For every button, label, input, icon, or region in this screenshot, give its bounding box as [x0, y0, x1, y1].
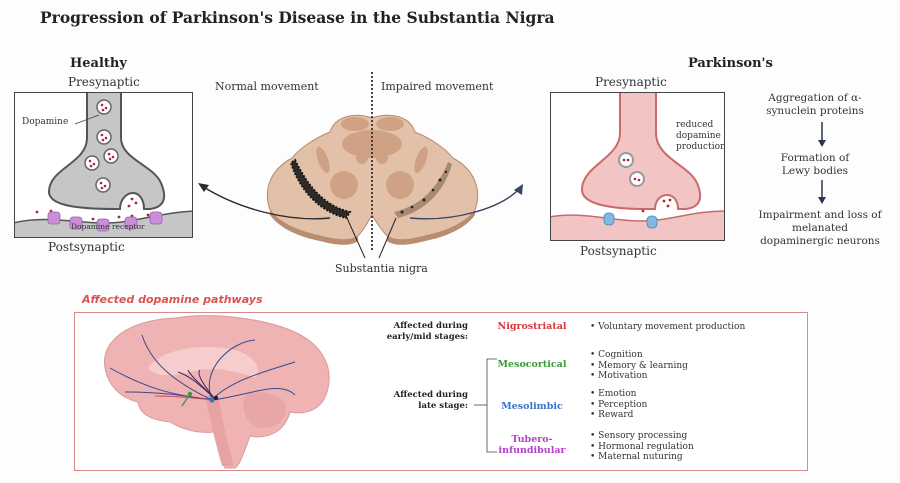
pathway-name: Nigrostriatal	[497, 321, 567, 332]
nigrostriatal-effects: Voluntary movement production	[590, 322, 745, 333]
parkinsons-synapse-panel: reduced dopamine production	[550, 92, 725, 241]
pathway-mesolimbic: Mesolimbic	[497, 401, 567, 412]
late-stage-line-2: late stage:	[418, 401, 468, 411]
reduced-line-3: production	[676, 142, 725, 152]
brainstem	[205, 395, 234, 466]
figure-title: Progression of Parkinson's Disease in th…	[40, 8, 555, 27]
pathway-name: Mesocortical	[497, 359, 567, 370]
pathway-nigrostriatal: Nigrostriatal	[497, 321, 567, 332]
dopamine-pointer-line	[74, 114, 100, 125]
tuberoinfundibular-effects: Sensory processing Hormonal regulation M…	[590, 431, 694, 463]
healthy-postsynaptic-label: Postsynaptic	[48, 240, 125, 254]
parkinsons-heading: Parkinson's	[688, 56, 773, 71]
early-stage-line-1: Affected during	[393, 321, 468, 331]
late-stage-line-1: Affected during	[393, 390, 468, 400]
dopamine-vesicles	[84, 99, 119, 193]
reduced-line-1: reduced	[676, 120, 714, 130]
healthy-synapse-illustration	[15, 93, 192, 237]
pathway-lines	[109, 334, 296, 407]
effect-item: Reward	[590, 410, 647, 421]
pathway-name: Tubero-	[511, 434, 553, 445]
impaired-movement-label: Impaired movement	[381, 80, 494, 93]
early-stage-line-2: early/mid stages:	[386, 332, 468, 342]
step-1-line-1: Aggregation of α-	[768, 92, 862, 104]
effect-item: Cognition	[590, 350, 688, 361]
healthy-heading: Healthy	[70, 56, 127, 71]
reduced-dopamine-label: reduced dopamine production	[676, 120, 725, 153]
step-3-line-2: melanated	[792, 222, 848, 234]
midbrain-nuclei	[316, 117, 428, 199]
mesolimbic-effects: Emotion Perception Reward	[590, 389, 647, 421]
pathway-tuberoinfundibular: Tubero- infundibular	[497, 434, 567, 456]
healthy-presynaptic-label: Presynaptic	[68, 75, 140, 89]
dopamine-label: Dopamine	[22, 117, 69, 127]
dopamine-receptors	[47, 211, 163, 232]
parkinsons-presynaptic-label: Presynaptic	[595, 75, 667, 89]
arrow-to-healthy	[201, 185, 331, 220]
healthy-synapse-panel: Dopamine Dopamine receptor	[14, 92, 193, 238]
effect-item: Voluntary movement production	[590, 322, 745, 333]
arrow-to-parkinsons	[409, 187, 521, 220]
progression-step-1: Aggregation of α- synuclein proteins	[760, 92, 870, 118]
remaining-neurons	[400, 170, 448, 214]
effect-item: Emotion	[590, 389, 647, 400]
step-3-line-3: dopaminergic neurons	[760, 235, 880, 247]
presynaptic-terminal-pd	[580, 93, 702, 210]
effect-item: Maternal nuturing	[590, 452, 694, 463]
pathway-name: Mesolimbic	[501, 401, 563, 412]
midbrain-edge-left	[270, 210, 358, 245]
dopamine-receptor-label: Dopamine receptor	[71, 222, 145, 231]
substantia-pointer-right	[378, 217, 397, 259]
cerebellum	[243, 392, 287, 428]
dopamine-molecules-pd	[622, 158, 672, 213]
step-2-line-2: Lewy bodies	[781, 165, 849, 177]
pathway-nodes	[187, 391, 219, 403]
arrow-head-right-icon	[514, 184, 523, 195]
substantia-nigra-healthy	[289, 158, 352, 220]
midbrain-edge-right	[387, 210, 475, 245]
arrow-head-left-icon	[198, 183, 209, 192]
parkinsons-postsynaptic-label: Postsynaptic	[580, 244, 657, 258]
progression-step-3: Impairment and loss of melanated dopamin…	[750, 209, 890, 248]
early-stage-label: Affected during early/mid stages:	[380, 321, 468, 343]
step-1-line-2: synuclein proteins	[766, 105, 864, 117]
progression-step-2: Formation of Lewy bodies	[760, 152, 870, 178]
postsynaptic-membrane-pd	[551, 210, 724, 240]
pathways-title: Affected dopamine pathways	[82, 293, 263, 306]
substantia-nigra-label: Substantia nigra	[335, 262, 428, 275]
effect-item: Motivation	[590, 371, 688, 382]
mesocortical-effects: Cognition Memory & learning Motivation	[590, 350, 688, 382]
step-3-line-1: Impairment and loss of	[758, 209, 882, 221]
dopamine-receptors-pd	[603, 212, 658, 229]
step-2-line-1: Formation of	[780, 152, 850, 164]
pathway-name-line-2: infundibular	[498, 445, 566, 456]
effect-item: Hormonal regulation	[590, 442, 694, 453]
parkinsons-synapse-illustration	[551, 93, 724, 240]
effect-item: Perception	[590, 400, 647, 411]
pathway-mesocortical: Mesocortical	[497, 359, 567, 370]
substantia-nigra-depleted	[394, 162, 452, 218]
effect-item: Sensory processing	[590, 431, 694, 442]
effect-item: Memory & learning	[590, 361, 688, 372]
normal-movement-label: Normal movement	[215, 80, 319, 93]
late-stage-label: Affected during late stage:	[384, 390, 468, 412]
vesicles-pd	[618, 152, 645, 187]
corpus-callosum	[148, 346, 258, 378]
substantia-pointer-left	[346, 217, 366, 259]
brain-outline	[103, 315, 330, 469]
reduced-line-2: dopamine	[676, 131, 721, 141]
